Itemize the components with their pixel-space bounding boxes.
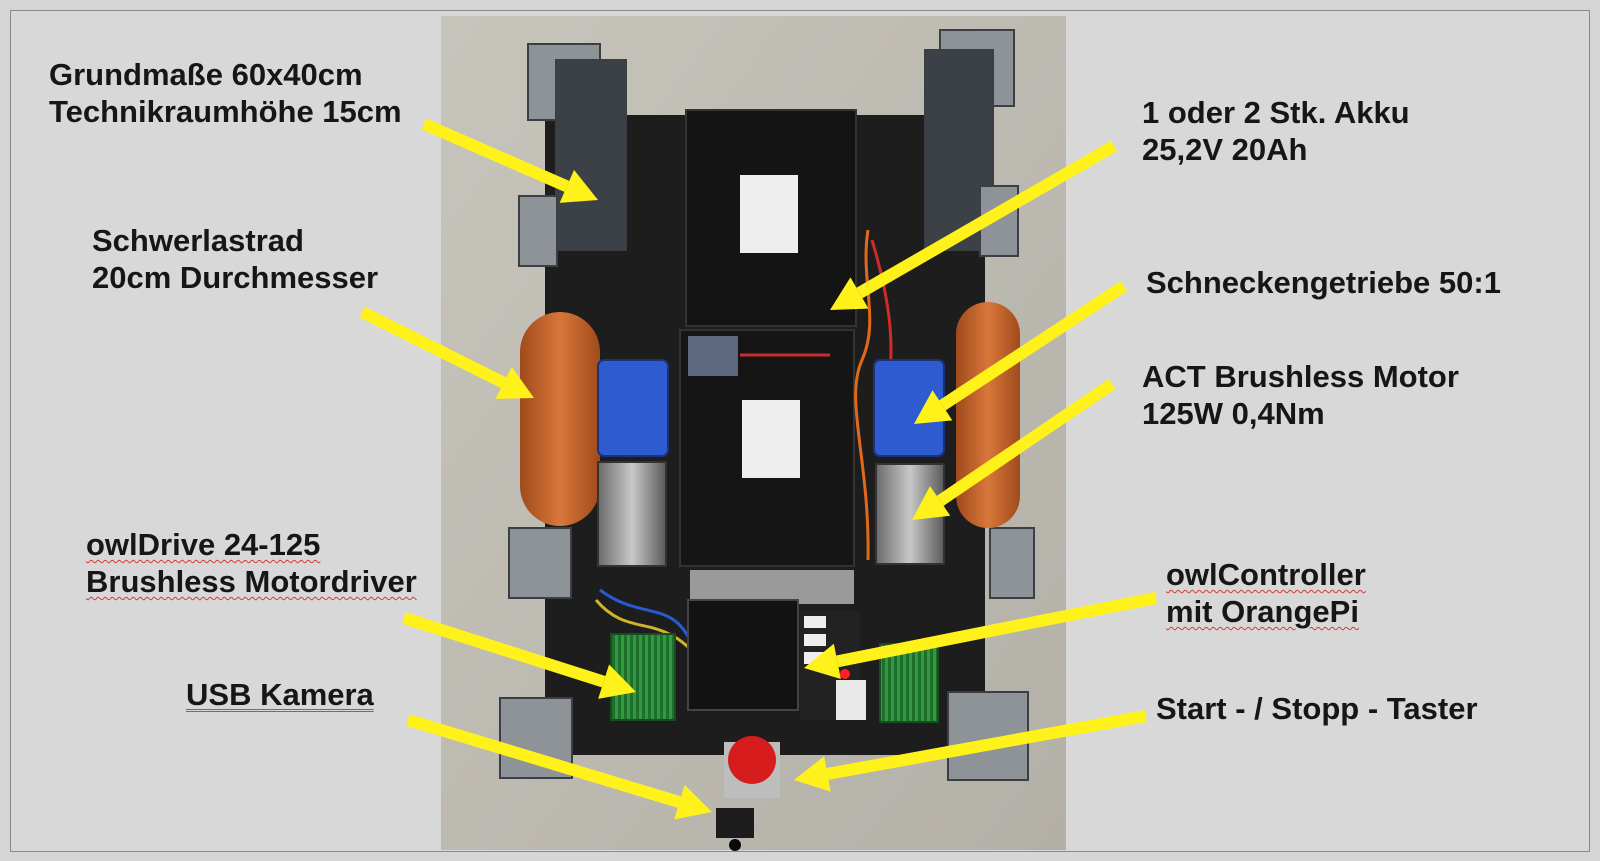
battery-packs xyxy=(679,109,857,567)
label-start-stop-button: Start - / Stopp - Taster xyxy=(1156,691,1478,726)
red-stop-button-icon xyxy=(728,736,776,784)
label-controller: owlController mit OrangePi xyxy=(1166,557,1366,629)
label-wheel: Schwerlastrad 20cm Durchmesser xyxy=(92,223,379,295)
controller-board xyxy=(687,570,866,720)
worm-gearboxes xyxy=(597,359,945,457)
label-dimensions: Grundmaße 60x40cm Technikraumhöhe 15cm xyxy=(49,57,402,129)
label-camera: USB Kamera xyxy=(186,677,374,712)
label-gearbox: Schneckengetriebe 50:1 xyxy=(1146,265,1501,300)
label-motordriver: owlDrive 24-125 Brushless Motordriver xyxy=(86,527,417,599)
usb-camera xyxy=(716,808,754,851)
label-motor: ACT Brushless Motor 125W 0,4Nm xyxy=(1142,359,1459,431)
brushless-motors xyxy=(597,461,945,567)
label-battery: 1 oder 2 Stk. Akku 25,2V 20Ah xyxy=(1142,95,1410,167)
stop-button xyxy=(724,736,780,798)
